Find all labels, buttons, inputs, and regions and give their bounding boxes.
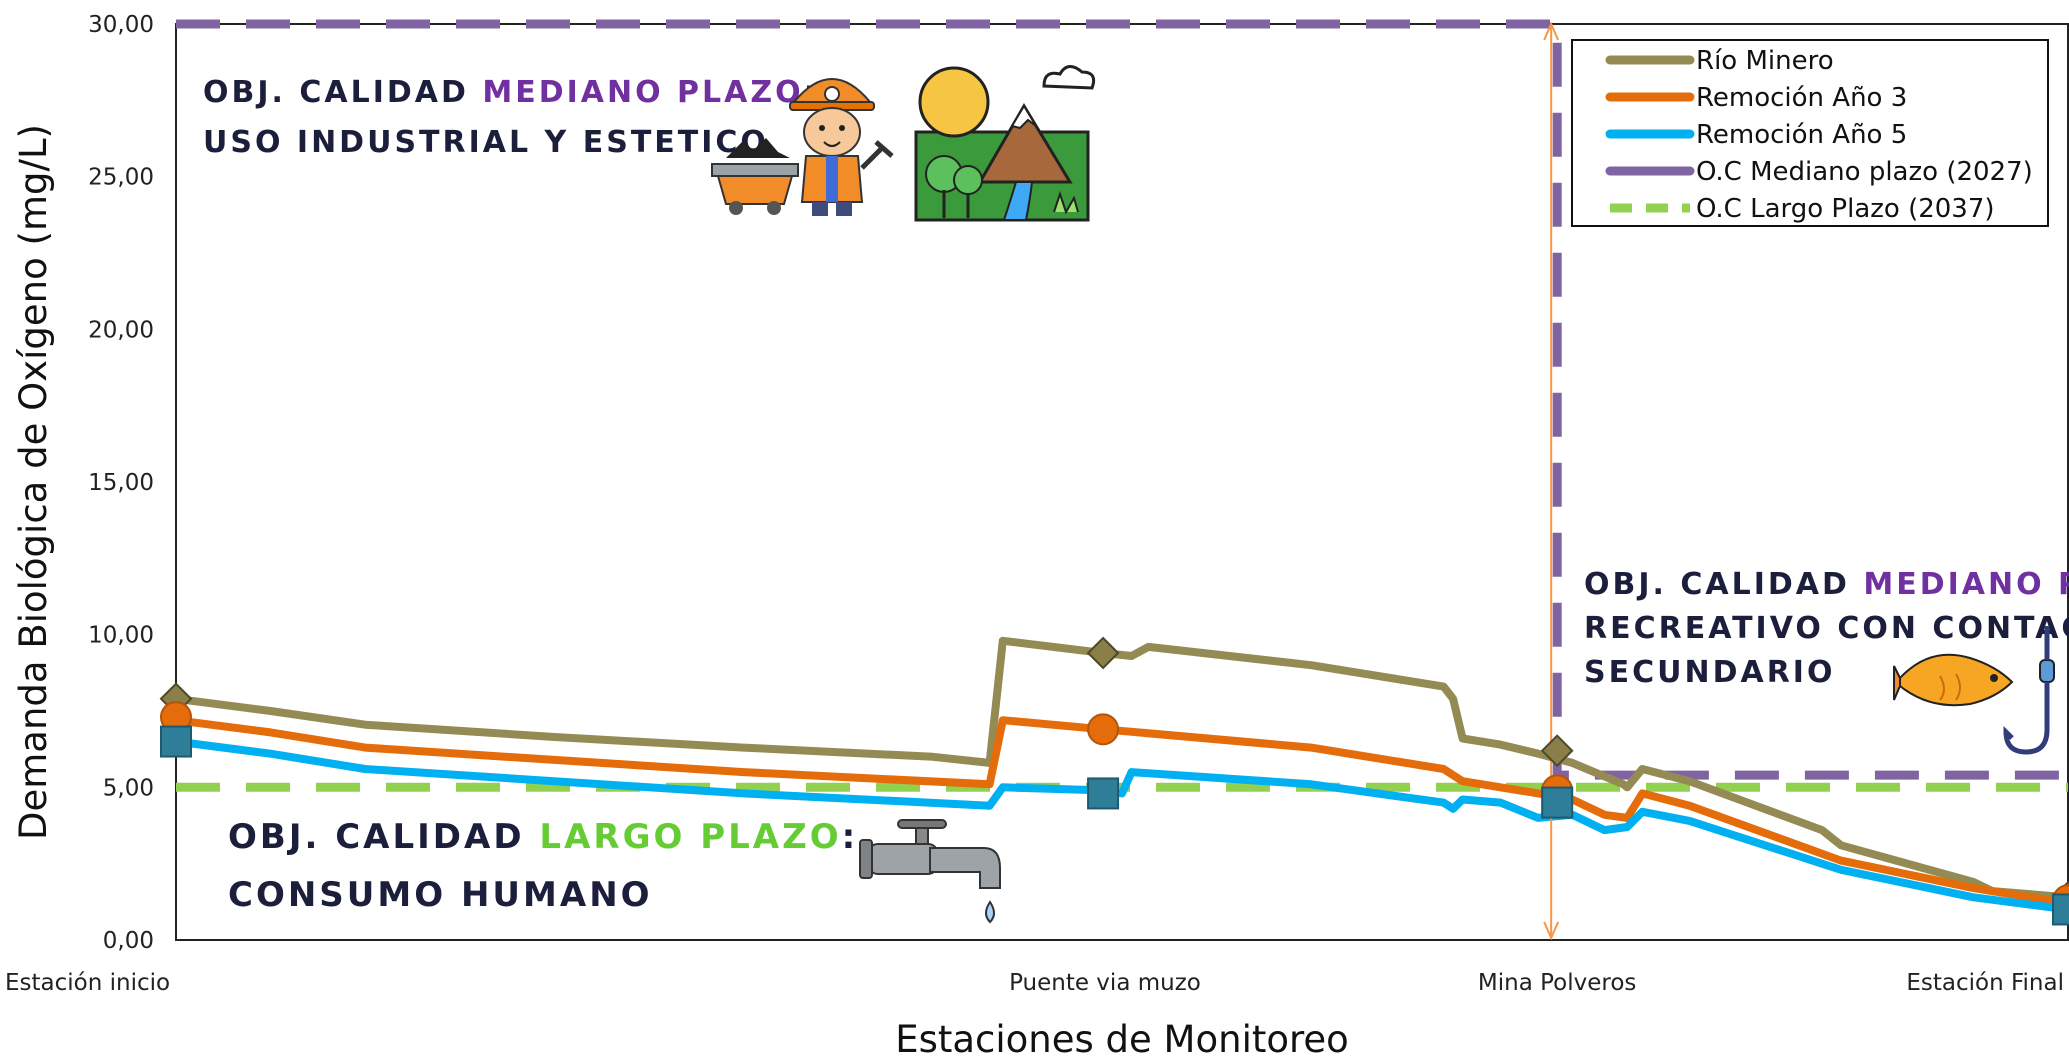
divider-arrow-top: [1543, 21, 1560, 41]
y-tick-label: 30,00: [88, 12, 154, 38]
marker-remocion-ano-5: [1087, 777, 1120, 810]
x-tick-label: Estación inicio: [5, 970, 170, 996]
landscape-icon: [914, 65, 1096, 222]
annotation-medium-right: OBJ. CALIDAD MEDIANO PLAZO: RECREATIVO C…: [1584, 567, 2069, 690]
y-tick-label: 20,00: [88, 317, 154, 343]
anno-medium-right-prefix: OBJ. CALIDAD: [1584, 567, 1863, 602]
anno-medium-left-prefix: OBJ. CALIDAD: [203, 75, 482, 110]
y-tick-label: 15,00: [88, 470, 154, 496]
legend-label-o-c-mediano-plazo-2027: O.C Mediano plazo (2027): [1696, 157, 2033, 187]
annotation-long: OBJ. CALIDAD LARGO PLAZO: CONSUMO HUMANO: [228, 817, 858, 915]
x-tick-label: Estación Final: [1906, 970, 2064, 996]
marker-remocion-ano-5: [160, 725, 192, 758]
faucet-icon: [859, 819, 1001, 924]
legend-label-o-c-largo-plazo-2037: O.C Largo Plazo (2037): [1696, 194, 1995, 224]
y-axis-ticks: 0,00 5,00 10,00 15,00 20,00 25,00 30,00: [88, 12, 154, 954]
anno-long-line2: CONSUMO HUMANO: [228, 875, 653, 915]
anno-medium-left-highlight: MEDIANO PLAZO: [482, 75, 803, 110]
x-axis-ticks: Estación inicio Puente via muzo Mina Polve…: [5, 970, 2064, 996]
y-tick-label: 25,00: [88, 165, 154, 191]
series-line-remocion-ano-5: [175, 737, 2069, 914]
anno-medium-right-highlight: MEDIANO PLAZO: [1863, 567, 2069, 602]
series-line-rio-minero: [175, 636, 2069, 902]
marker-rio-minero: [1540, 734, 1574, 768]
annotation-medium-left: OBJ. CALIDAD MEDIANO PLAZO: USO INDUSTRI…: [203, 75, 819, 160]
anno-long-suffix: :: [842, 817, 859, 857]
marker-remocion-ano-5: [2052, 893, 2069, 926]
legend-label-remocion-ano-3: Remoción Año 3: [1696, 83, 1907, 113]
y-tick-label: 0,00: [103, 928, 154, 954]
anno-medium-left-line2: USO INDUSTRIAL Y ESTETICO: [203, 125, 769, 160]
marker-remocion-ano-3: [1087, 713, 1120, 746]
mine-cart-icon: [711, 138, 799, 215]
anno-long-prefix: OBJ. CALIDAD: [228, 817, 539, 857]
series-line-remocion-ano-3: [175, 716, 2069, 908]
y-axis-title: Demanda Biológica de Oxígeno (mg/L): [12, 124, 55, 840]
legend-label-remocion-ano-5: Remoción Año 5: [1696, 120, 1907, 150]
divider-arrow-bottom: [1543, 921, 1560, 941]
series-line-o-c-mediano-plazo-2027: [176, 19, 2068, 780]
fish-hook-icon: [1893, 626, 2055, 755]
anno-long-highlight: LARGO PLAZO: [539, 817, 841, 857]
x-tick-label: Mina Polveros: [1478, 970, 1637, 996]
marker-layer: [159, 636, 2069, 926]
series-layer: [175, 19, 2069, 914]
miner-icon: [789, 78, 894, 216]
svg-text:OBJ. CALIDAD MEDIANO PLAZO:: OBJ. CALIDAD MEDIANO PLAZO:: [1584, 567, 2069, 602]
y-tick-label: 5,00: [103, 775, 154, 801]
marker-remocion-ano-5: [1541, 786, 1574, 819]
marker-rio-minero: [1086, 636, 1120, 670]
legend-label-rio-minero: Río Minero: [1696, 46, 1834, 76]
svg-text:OBJ. CALIDAD MEDIANO PLAZO:: OBJ. CALIDAD MEDIANO PLAZO:: [203, 75, 819, 110]
svg-text:OBJ. CALIDAD LARGO PLAZO:: OBJ. CALIDAD LARGO PLAZO:: [228, 817, 858, 857]
anno-medium-right-line2: RECREATIVO CON CONTACTO: [1584, 611, 2069, 646]
x-axis-title: Estaciones de Monitoreo: [895, 1018, 1349, 1058]
y-tick-label: 10,00: [88, 623, 154, 649]
anno-medium-right-line3: SECUNDARIO: [1584, 655, 1835, 690]
x-tick-label: Puente via muzo: [1009, 970, 1201, 996]
